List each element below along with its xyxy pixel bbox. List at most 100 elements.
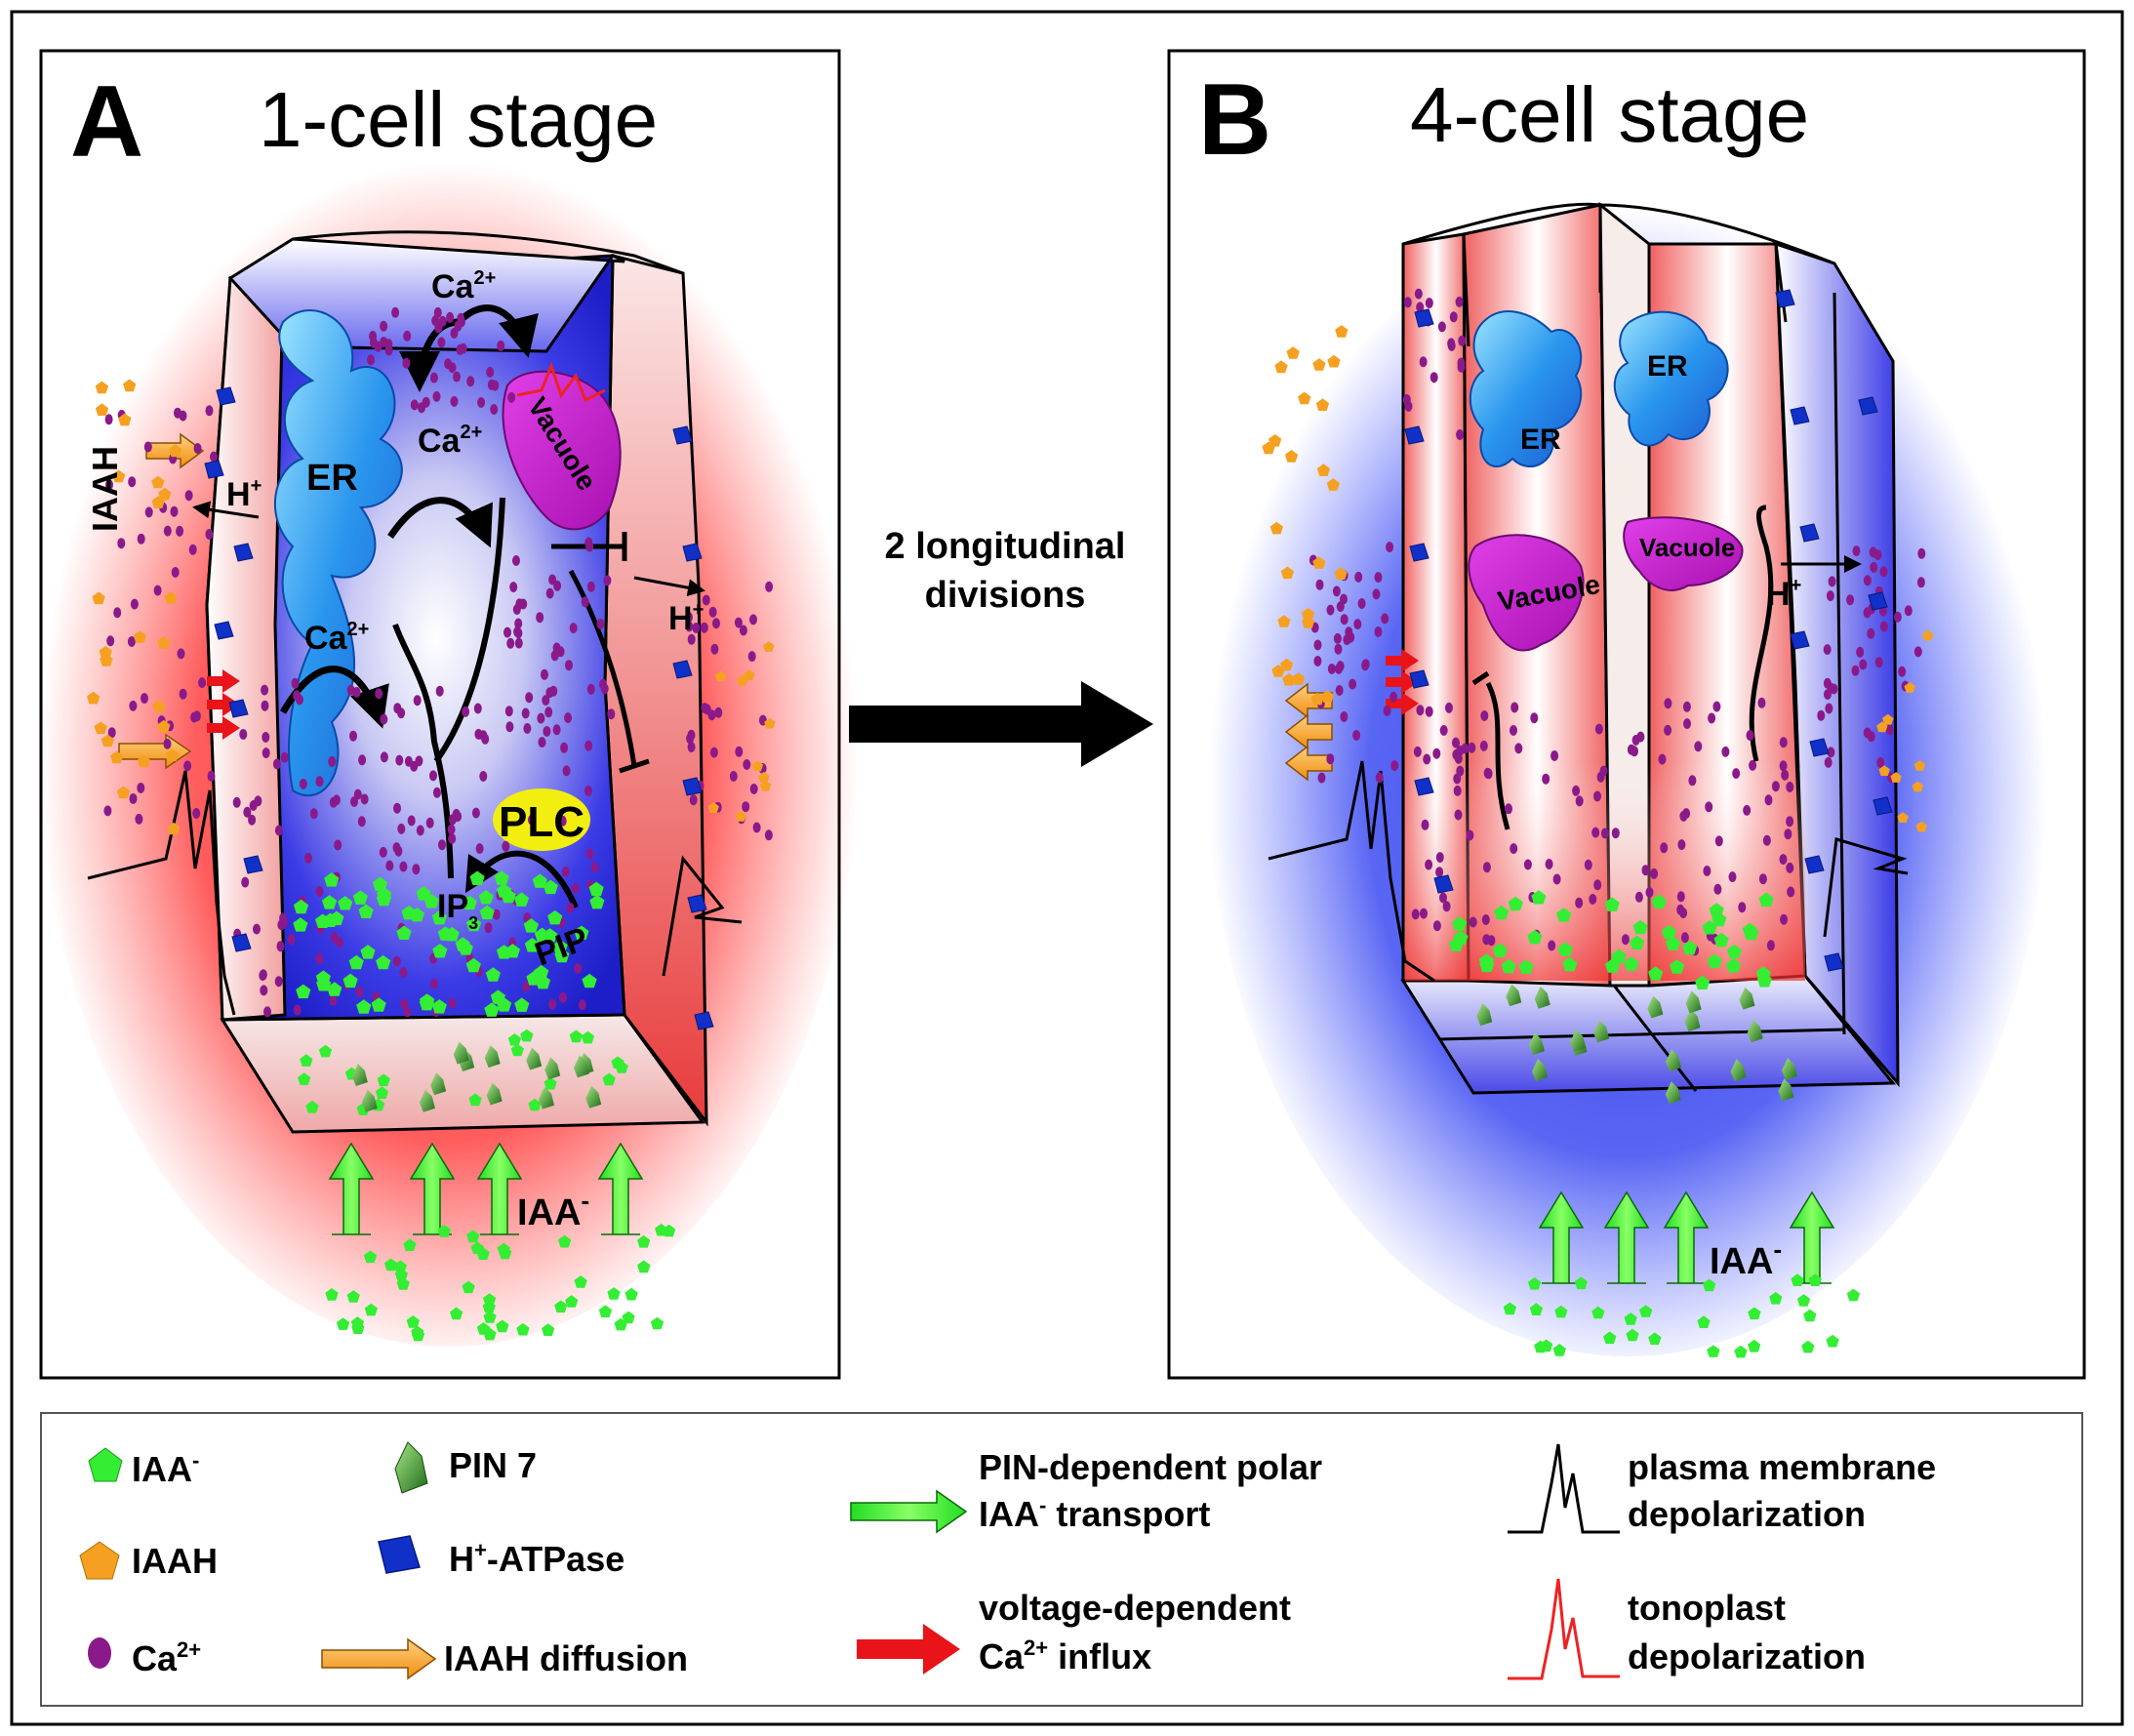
ca-particle xyxy=(403,1006,412,1018)
ca-particle xyxy=(1830,683,1838,695)
ca-particle xyxy=(507,391,516,403)
ca-particle xyxy=(1873,549,1882,561)
red-arrow-icon xyxy=(857,1624,960,1675)
iaa-particle xyxy=(1726,944,1742,959)
iaah-particle xyxy=(1904,682,1915,693)
ca-particle xyxy=(490,404,499,415)
ca-particle xyxy=(1432,747,1441,759)
division-arrow-shape xyxy=(849,681,1153,767)
hatpase-particle xyxy=(1775,289,1795,308)
iaah-particle xyxy=(1280,566,1294,580)
ca-particle xyxy=(1334,643,1343,655)
iaa-particle xyxy=(327,982,342,996)
ca-particle xyxy=(687,742,696,753)
panel-a-inhibit-line2 xyxy=(568,569,650,774)
division-label-line2: divisions xyxy=(925,575,1086,616)
iaa-particle xyxy=(1624,1312,1637,1325)
iaa-particle xyxy=(450,1307,463,1320)
iaah-particle xyxy=(707,802,719,813)
ca-particle xyxy=(1863,727,1872,739)
division-label-line1: 2 longitudinal xyxy=(885,526,1126,567)
panel-b-pm-spike-left xyxy=(1268,760,1435,983)
hatpase-particle xyxy=(1433,874,1454,894)
ca-particle xyxy=(1357,598,1366,609)
pin7-particle xyxy=(1593,1020,1610,1043)
iaa-particle xyxy=(1518,959,1534,974)
ca-particle xyxy=(1879,566,1888,578)
panel-a-ip3-stem xyxy=(392,623,454,879)
ca-particle xyxy=(1621,934,1630,946)
ca-particle xyxy=(747,651,756,663)
pin7-particle xyxy=(1534,986,1550,1009)
ca-particle xyxy=(315,886,324,897)
ca-particle xyxy=(1466,829,1474,841)
ca-particle xyxy=(1634,891,1643,903)
iaah-particle xyxy=(751,760,764,772)
ca-particle xyxy=(198,677,207,689)
ca-particle xyxy=(1326,604,1335,616)
legend: IAA- IAAH Ca2+ PIN 7 H+-ATPase IAAH diff… xyxy=(40,1412,2083,1707)
iaah-particle xyxy=(1315,398,1330,411)
iaah-particle xyxy=(1268,434,1282,447)
iaa-particle xyxy=(554,1300,568,1313)
ca-particle xyxy=(1453,773,1462,785)
ca-particle xyxy=(521,707,530,719)
pin7-particle xyxy=(453,1041,469,1065)
ca-particle xyxy=(407,815,416,827)
ca-particle xyxy=(193,443,202,454)
ca-particle xyxy=(1313,656,1322,666)
iaa-particle xyxy=(497,997,512,1012)
hatpase-particle xyxy=(672,425,693,445)
iaa-particle xyxy=(1648,1332,1662,1346)
ca-particle xyxy=(1552,873,1561,885)
panel-a-h-label-right: H+ xyxy=(668,599,704,637)
iaah-particle xyxy=(1912,781,1924,792)
pin7-particle xyxy=(486,1082,503,1106)
ca-particle xyxy=(103,805,112,817)
ca-particle xyxy=(749,784,758,794)
iaa-particle xyxy=(1527,929,1543,945)
ca-particle xyxy=(107,727,116,739)
ca-particle xyxy=(1349,678,1357,690)
ca-particle xyxy=(564,712,573,724)
iaah-particle xyxy=(1882,713,1894,725)
ca-particle xyxy=(104,414,113,425)
ca-particle xyxy=(523,723,532,734)
iaa-particle xyxy=(1648,966,1664,981)
ca-particle xyxy=(1867,627,1875,639)
ca-particle xyxy=(479,771,488,782)
iaah-particle xyxy=(165,748,180,761)
panel-b-inner-line-1 xyxy=(1471,670,1510,830)
ca-particle xyxy=(1429,372,1438,384)
iaah-particle xyxy=(1326,478,1340,491)
ca-particle xyxy=(137,783,145,793)
ca-particle xyxy=(452,808,461,820)
ca-particle xyxy=(1548,940,1556,951)
ca-particle xyxy=(1469,916,1477,928)
ca-particle xyxy=(1676,891,1685,903)
iaa-particle xyxy=(1748,1339,1761,1352)
iaa-particle xyxy=(1552,1344,1566,1356)
ca-particle xyxy=(1523,859,1532,870)
iaah-particle xyxy=(157,719,171,733)
iaa-particle xyxy=(383,1258,398,1272)
iaa-particle xyxy=(582,973,597,989)
ca-particle xyxy=(1315,579,1324,590)
ca-particle xyxy=(1510,702,1519,713)
hatpase-icon xyxy=(378,1535,421,1574)
iaah-particle xyxy=(1915,821,1927,832)
ca-particle xyxy=(1713,883,1722,895)
ca-particle xyxy=(425,817,434,828)
legend-pin-transport-line1: PIN-dependent polar xyxy=(979,1447,1322,1487)
ca-particle xyxy=(176,525,184,537)
ca-particle xyxy=(702,594,710,606)
ca-particle xyxy=(1383,705,1391,716)
ca-particle xyxy=(497,340,505,351)
iaah-particle xyxy=(1280,658,1294,671)
panel-b-er-1 xyxy=(1469,310,1583,468)
ca-particle xyxy=(700,622,708,633)
iaa-particle xyxy=(1703,1278,1716,1292)
ca-particle xyxy=(596,618,605,629)
iaa-particle xyxy=(622,1311,635,1324)
iaa-particle xyxy=(419,995,434,1011)
